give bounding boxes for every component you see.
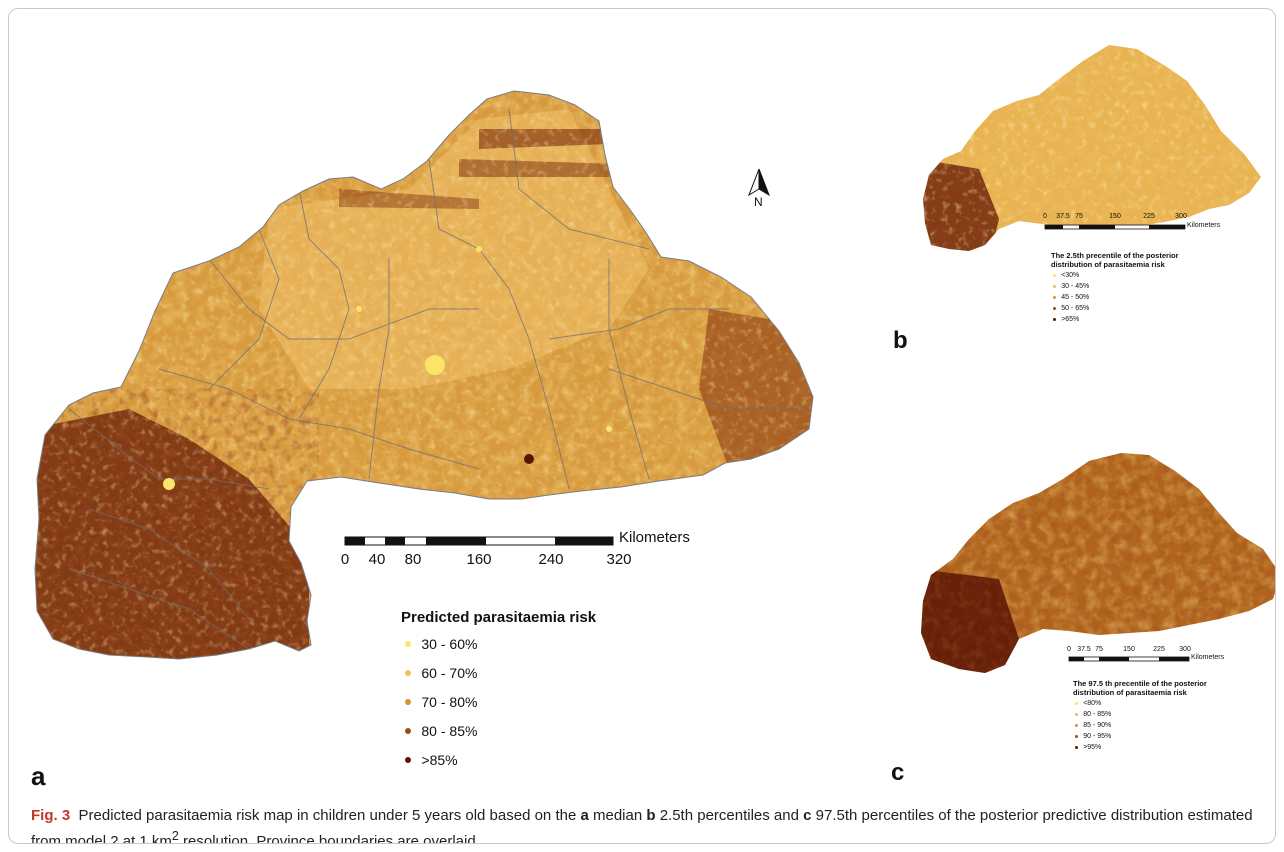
legend-item: 30 - 45% [1051, 283, 1179, 290]
caption-text-1: Predicted parasitaemia risk map in child… [78, 807, 581, 824]
legend-title-c-2: distribution of parasitaemia risk [1073, 688, 1187, 697]
figure-frame: N Kilometers 0 40 80 160 240 320 Predict… [8, 8, 1276, 844]
caption-fig-label: Fig. 3 [31, 807, 71, 824]
scale-bar-c [1068, 656, 1190, 662]
caption-a: a [580, 807, 589, 824]
scale-tick: 40 [368, 551, 386, 568]
legend-label: >85% [421, 752, 458, 768]
scale-unit-b: Kilometers [1187, 222, 1221, 229]
caption-c: c [803, 807, 812, 824]
figure-caption: Fig. 3 Predicted parasitaemia risk map i… [31, 805, 1271, 844]
legend-c: The 97.5 th precentile of the posterior … [1073, 679, 1207, 755]
scale-tick: 75 [1095, 646, 1103, 653]
legend-swatch [404, 757, 411, 763]
scale-tick: 75 [1075, 213, 1083, 220]
legend-item: 50 - 65% [1051, 305, 1179, 312]
legend-title-a: Predicted parasitaemia risk [401, 609, 597, 626]
legend-swatch [1074, 713, 1078, 716]
legend-item: <80% [1073, 700, 1207, 707]
map-c [921, 453, 1275, 673]
legend-swatch [1052, 274, 1056, 277]
scale-bar-a [344, 536, 614, 546]
caption-text-5: resolution. Province boundaries are over… [178, 833, 476, 844]
panel-label-c: c [891, 759, 905, 786]
scale-tick: 0 [340, 551, 350, 568]
legend-label: 50 - 65% [1061, 305, 1090, 312]
caption-sup: 2 [171, 829, 179, 843]
legend-item: 30 - 60% [401, 636, 596, 652]
caption-b: b [646, 807, 656, 824]
legend-swatch [404, 670, 411, 676]
scale-unit-c: Kilometers [1191, 654, 1225, 661]
legend-title-c: The 97.5 th precentile of the posterior [1073, 679, 1207, 688]
scale-bar-b [1044, 224, 1186, 230]
scale-unit-a: Kilometers [619, 529, 690, 546]
legend-swatch [1074, 702, 1078, 705]
scale-tick: 300 [1179, 646, 1191, 653]
legend-item: 45 - 50% [1051, 294, 1179, 301]
scale-tick: 80 [404, 551, 422, 568]
legend-swatch [1074, 746, 1078, 749]
legend-item: 60 - 70% [401, 665, 596, 681]
legend-item: >85% [401, 752, 596, 768]
legend-label: 60 - 70% [421, 665, 478, 681]
legend-a: Predicted parasitaemia risk 30 - 60% 60 -… [401, 609, 596, 781]
legend-item: 90 - 95% [1073, 733, 1207, 740]
legend-swatch [1052, 307, 1056, 310]
legend-swatch [404, 699, 411, 705]
map-a [34, 90, 814, 660]
legend-item: >95% [1073, 744, 1207, 751]
scale-tick: 225 [1143, 213, 1155, 220]
scale-tick: 160 [466, 551, 492, 568]
scale-tick: 320 [606, 551, 632, 568]
legend-swatch [404, 728, 411, 734]
caption-text-2: median [588, 807, 647, 824]
legend-swatch [1052, 318, 1056, 321]
scale-tick: 0 [1043, 213, 1047, 220]
legend-item: >65% [1051, 316, 1179, 323]
legend-label: >95% [1083, 744, 1102, 751]
legend-swatch [404, 641, 411, 647]
legend-item: 80 - 85% [1073, 711, 1207, 718]
north-arrow [748, 168, 770, 197]
legend-swatch [1074, 735, 1078, 738]
panel-label-b: b [893, 327, 908, 354]
legend-item: 70 - 80% [401, 694, 596, 710]
legend-swatch [1074, 724, 1078, 727]
legend-label: 80 - 85% [421, 723, 478, 739]
legend-label: 80 - 85% [1083, 711, 1112, 718]
legend-swatch [1052, 285, 1056, 288]
legend-b: The 2.5th precentile of the posterior di… [1051, 251, 1179, 327]
legend-label: 90 - 95% [1083, 733, 1112, 740]
scale-tick: 150 [1123, 646, 1135, 653]
scale-tick: 225 [1153, 646, 1165, 653]
scale-tick: 37.5 [1056, 213, 1070, 220]
legend-label: 30 - 45% [1061, 283, 1090, 290]
legend-label: <30% [1061, 272, 1080, 279]
scale-tick: 240 [538, 551, 564, 568]
caption-text-3: 2.5th percentiles and [655, 807, 804, 824]
panel-label-a: a [31, 761, 46, 791]
map-canvas [34, 45, 1275, 673]
legend-swatch [1052, 296, 1056, 299]
scale-tick: 300 [1175, 213, 1187, 220]
scale-tick: 150 [1109, 213, 1121, 220]
scale-tick: 0 [1067, 646, 1071, 653]
legend-label: 45 - 50% [1061, 294, 1090, 301]
legend-title-b: The 2.5th precentile of the posterior [1051, 251, 1179, 260]
legend-item: 80 - 85% [401, 723, 596, 739]
north-label: N [754, 195, 763, 209]
legend-title-b-2: distribution of parasitaemia risk [1051, 260, 1165, 269]
legend-label: 70 - 80% [421, 694, 478, 710]
legend-label: 30 - 60% [421, 636, 478, 652]
legend-item: 85 - 90% [1073, 722, 1207, 729]
caption-text-4: 97.5th percentiles of the posterior pred… [31, 807, 1253, 844]
legend-item: <30% [1051, 272, 1179, 279]
legend-label: >65% [1061, 316, 1080, 323]
legend-label: <80% [1083, 700, 1102, 707]
scale-tick: 37.5 [1077, 646, 1091, 653]
legend-label: 85 - 90% [1083, 722, 1112, 729]
